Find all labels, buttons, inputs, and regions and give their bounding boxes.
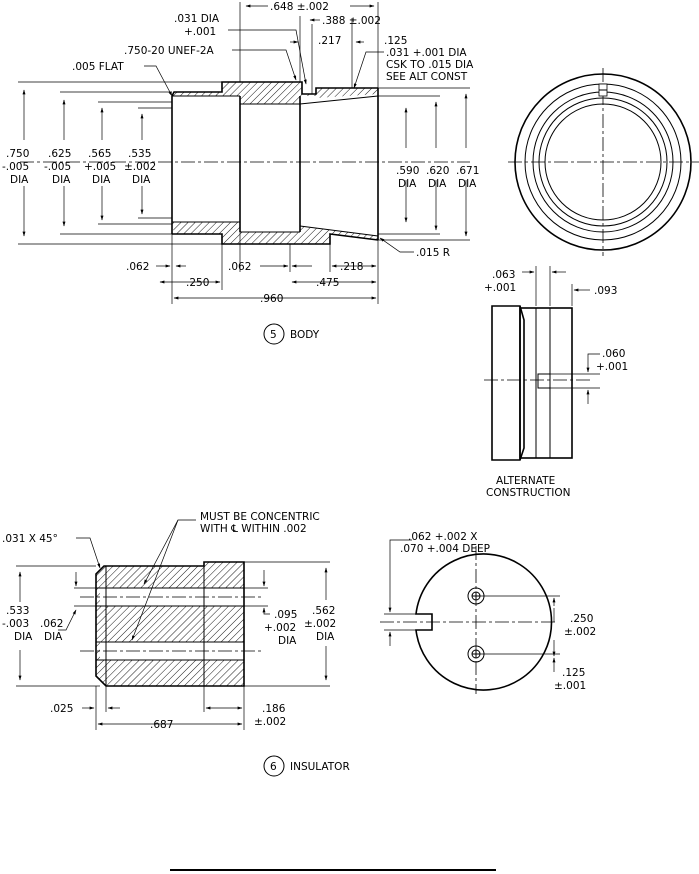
ins-dim-025: .025 [50, 703, 73, 715]
dia-590: .590 [396, 165, 419, 177]
dia-590-label: DIA [398, 178, 417, 190]
ins-note-1: MUST BE CONCENTRIC [200, 511, 320, 523]
csk-line-1: .031 +.001 DIA [386, 47, 467, 59]
body-item-number: 5 [270, 329, 277, 341]
thread-callout: .750-20 UNEF-2A [124, 45, 215, 57]
dim-hole-dia-tol: +.001 [184, 26, 216, 38]
dia-535-label: DIA [132, 174, 151, 186]
ins-dim-250: .250 [570, 613, 593, 625]
ins-dim-533-dia: DIA [14, 631, 33, 643]
dia-750: .750 [6, 148, 29, 160]
dia-750-label: DIA [10, 174, 29, 186]
dia-625-label: DIA [52, 174, 71, 186]
ins-dim-687: .687 [150, 719, 173, 731]
dim-250: .250 [186, 277, 209, 289]
ins-dim-186-tol: ±.002 [254, 716, 286, 728]
body-label: BODY [290, 329, 320, 341]
dia-535: .535 [128, 148, 151, 160]
ins-dim-095-tol: +.002 [264, 622, 296, 634]
alternate-construction-view: .063 +.001 .093 .060 +.001 ALTERNATE CON… [484, 266, 628, 499]
alt-dim-060: .060 [602, 348, 625, 360]
dim-217: .217 [318, 35, 341, 47]
ins-dim-095: .095 [274, 609, 297, 621]
ins-note-2: WITH ℄ WITHIN .002 [200, 523, 307, 535]
dia-535-tol: ±.002 [124, 161, 156, 173]
csk-line-3: SEE ALT CONST [386, 71, 468, 83]
insulator-end-view: .062 +.002 X .070 +.004 DEEP .250 ±.002 … [380, 531, 596, 694]
ins-dim-562-dia: DIA [316, 631, 335, 643]
dim-218: .218 [340, 261, 363, 273]
dia-625-tol: -.005 [44, 161, 71, 173]
dim-960: .960 [260, 293, 283, 305]
alt-dim-060-tol: +.001 [596, 361, 628, 373]
dim-062-left: .062 [126, 261, 149, 273]
ins-dim-125: .125 [562, 667, 585, 679]
insulator-body [96, 562, 244, 686]
dim-125: .125 [384, 35, 407, 47]
dim-radius: .015 R [416, 247, 450, 259]
ins-dim-533: .533 [6, 605, 29, 617]
dia-620: .620 [426, 165, 449, 177]
dim-062-mid: .062 [228, 261, 251, 273]
alt-dim-093: .093 [594, 285, 617, 297]
dia-671-label: DIA [458, 178, 477, 190]
body-section-view: .648 ±.002 .031 DIA +.001 .388 ±.002 .21… [2, 1, 479, 345]
dia-565-label: DIA [92, 174, 111, 186]
dia-671: .671 [456, 165, 479, 177]
ins-dim-095-dia: DIA [278, 635, 297, 647]
ins-dim-062-dia: DIA [44, 631, 63, 643]
alt-dim-063: .063 [492, 269, 515, 281]
dim-hole-dia: .031 DIA [174, 13, 220, 25]
insulator-label: INSULATOR [290, 761, 350, 773]
ins-dim-562-tol: ±.002 [304, 618, 336, 630]
body-bottom-wall [172, 222, 378, 244]
ins-slot-2: .070 +.004 DEEP [400, 543, 490, 555]
dia-750-tol: -.005 [2, 161, 29, 173]
csk-line-2: CSK TO .015 DIA [386, 59, 474, 71]
dia-565-tol: +.005 [84, 161, 116, 173]
ins-dim-062: .062 [40, 618, 63, 630]
ins-dim-562: .562 [312, 605, 335, 617]
dim-overall-top: .648 ±.002 [270, 1, 329, 13]
dia-625: .625 [48, 148, 71, 160]
alt-caption-2: CONSTRUCTION [486, 487, 570, 499]
insulator-section-view: .031 X 45° MUST BE CONCENTRIC WITH ℄ WIT… [2, 511, 350, 777]
ins-dim-533-tol: -.003 [2, 618, 29, 630]
ins-dim-186: .186 [262, 703, 286, 715]
body-top-lip [316, 88, 378, 98]
ins-dim-250-tol: ±.002 [564, 626, 596, 638]
body-end-view [508, 68, 699, 256]
dim-475: .475 [316, 277, 339, 289]
flat-callout: .005 FLAT [72, 61, 124, 73]
alt-dim-063-tol: +.001 [484, 282, 516, 294]
ins-chamfer: .031 X 45° [2, 533, 58, 545]
insulator-item-number: 6 [270, 761, 277, 773]
body-top-wall [172, 82, 316, 104]
ins-dim-125-tol: ±.001 [554, 680, 586, 692]
alt-caption-1: ALTERNATE [496, 475, 555, 487]
dim-388: .388 ±.002 [322, 15, 381, 27]
dia-620-label: DIA [428, 178, 447, 190]
dia-565: .565 [88, 148, 111, 160]
ins-slot-1: .062 +.002 X [408, 531, 477, 543]
